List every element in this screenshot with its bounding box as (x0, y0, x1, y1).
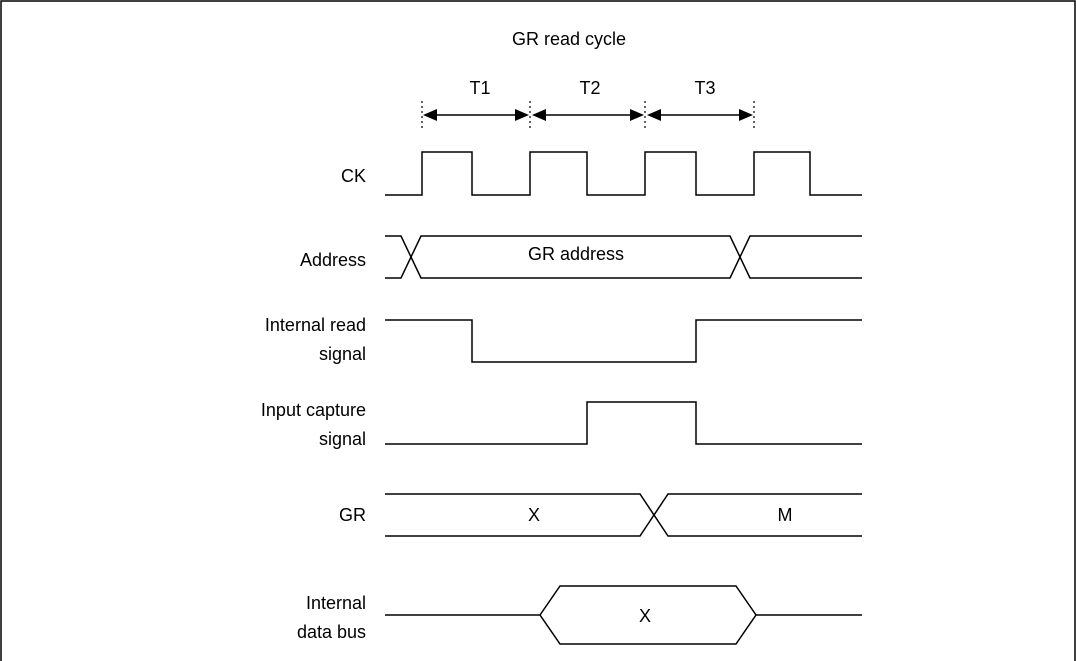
input-capture-waveform (385, 401, 862, 445)
gr-value-after: M (778, 505, 793, 525)
data-bus-waveform (385, 585, 862, 645)
diagram-title: GR read cycle (512, 29, 626, 49)
signal-label-input-capture-line1: Input capture (261, 400, 366, 420)
period-arrow-t1 (423, 109, 529, 121)
signal-label-ck: CK (341, 166, 366, 186)
address-value: GR address (528, 244, 624, 264)
period-arrow-t3 (647, 109, 753, 121)
period-label-t3: T3 (694, 78, 715, 98)
gr-bus (385, 493, 862, 537)
period-label-t2: T2 (579, 78, 600, 98)
signal-label-data-bus-line1: Internal (306, 593, 366, 613)
internal-read-waveform (385, 319, 862, 363)
signal-label-address: Address (300, 250, 366, 270)
signal-label-internal-read-line1: Internal read (265, 315, 366, 335)
address-bus (385, 235, 862, 279)
gr-value-before: X (528, 505, 540, 525)
signal-label-input-capture-line2: signal (319, 429, 366, 449)
period-label-t1: T1 (469, 78, 490, 98)
ck-waveform (385, 151, 862, 196)
data-bus-value: X (639, 606, 651, 626)
period-arrow-t2 (532, 109, 644, 121)
signal-label-internal-read-line2: signal (319, 344, 366, 364)
signal-label-data-bus-line2: data bus (297, 622, 366, 642)
signal-label-gr: GR (339, 505, 366, 525)
